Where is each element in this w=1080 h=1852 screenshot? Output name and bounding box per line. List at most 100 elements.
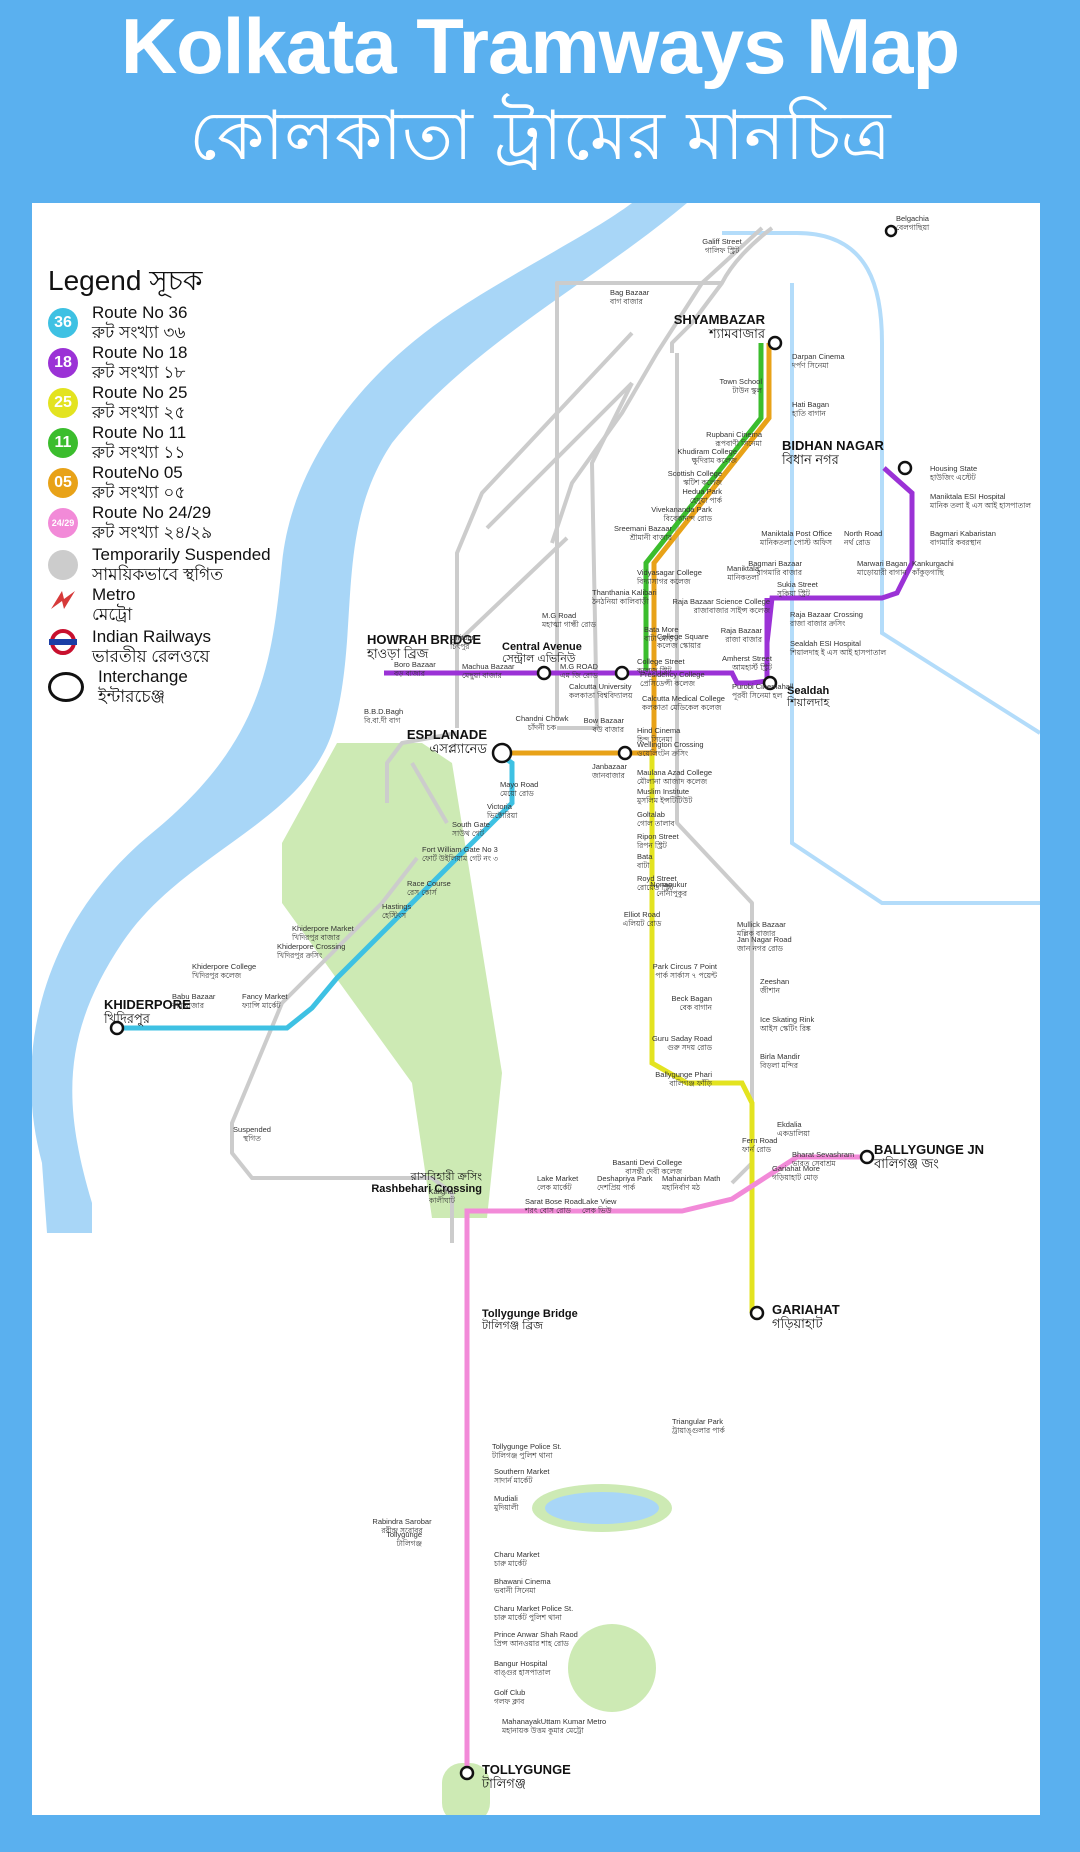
stop-name-bn: ওয়েলিংটন ক্রসিং <box>637 748 689 758</box>
stop-name-bn: হাউজিং এস্টেট <box>930 472 976 482</box>
stop-name-bn: চিৎপুর <box>450 641 470 651</box>
stop-name-bn: গড়িয়াহাট মোড় <box>772 1172 819 1182</box>
stop-name-en: Vidyasagar College <box>637 568 702 577</box>
stop-name-bn: গালিফ স্ট্রিট <box>704 245 740 255</box>
stop-name-bn: গলফ ক্লাব <box>494 1696 525 1706</box>
stop-name-bn: স্থগিত <box>243 1133 261 1143</box>
route-05-line <box>509 343 772 756</box>
stop-name-en: Maulana Azad College <box>637 768 713 777</box>
stop-name-en: Sarat Bose Road <box>525 1197 583 1206</box>
stop-name-en: Hastings <box>382 902 412 911</box>
stop-name-bn: প্রেসিডেন্সী কলেজ <box>640 678 695 688</box>
stop-name-bn: বিড়লা মন্দির <box>760 1060 798 1070</box>
stop-name-bn: প্রিন্স আনওয়ার শাহ রোড <box>494 1638 569 1648</box>
stop-name-bn: সাদার্ন মার্কেট <box>494 1475 533 1485</box>
stop-name-bn: ভারত সেবাশ্রম <box>792 1158 836 1168</box>
stop-name-bn: বাগমারি বাজার <box>756 567 802 577</box>
stop-name-en: Zeeshan <box>760 977 790 986</box>
stop-name-bn: বাবু বাজার <box>172 1000 204 1010</box>
stop-name-en: Raja Bazaar Crossing <box>790 610 863 619</box>
stop-name-bn: পার্ক সার্কাস ৭ পয়েন্ট <box>655 970 717 980</box>
stop-name-bn: গোল তালাব <box>637 818 675 828</box>
stop-name-en: Boro Bazaar <box>394 660 436 669</box>
legend-label-bn: ইন্টারচেঞ্জ <box>98 686 166 706</box>
stop-name-bn: মানিক তলা ই এস আই হাসপাতাল <box>930 500 1031 510</box>
stop-name-en: Prince Anwar Shah Raod <box>494 1630 578 1639</box>
stop-name-bn: জান নগর রোড <box>737 943 783 953</box>
stop-name-bn: বাগমারি কবরস্থান <box>930 537 982 547</box>
stop-name-bn: কলেজ স্কোয়ার <box>657 640 701 650</box>
stop-name-bn: চাঁদনী চক <box>527 722 557 732</box>
stop-name-en: Mudiali <box>494 1494 518 1503</box>
stop-name-en: Maniktala <box>726 564 759 573</box>
legend-badge-icon <box>48 549 78 580</box>
legend-badge-icon: 25 <box>48 387 78 418</box>
stop-name-bn: মেয়ো রোড <box>500 788 534 798</box>
stop-name-en: Kankurgachi <box>912 559 954 568</box>
interchange-central-avenue <box>536 665 552 681</box>
stop-name-bn: কলেজ স্ট্রিট <box>637 665 672 675</box>
stop-name-en: Ice Skating Rink <box>760 1015 815 1024</box>
stop-name-en: Bhawani Cinema <box>494 1577 551 1586</box>
stop-name-en: Hati Bagan <box>792 400 830 409</box>
stop-name-bn: বউ বাজার <box>592 724 624 734</box>
legend-label-en: RouteNo 05 <box>92 463 183 482</box>
stop-name-bn: রূপবাণী সিনেমা <box>715 438 762 448</box>
stop-name-bn: চারু মার্কেট পুলিশ থানা <box>494 1612 562 1622</box>
stop-name-en: Golf Club <box>494 1688 526 1697</box>
stop-name-en: Khiderpore Market <box>292 924 354 933</box>
stop-name-bn: বালিগঞ্জ ফাঁড়ি <box>669 1078 712 1088</box>
stop-name-en: Charu Market Police St. <box>494 1604 574 1613</box>
golf-club-park <box>568 1624 656 1712</box>
stop-name-bn: সাউথ গেট <box>452 828 484 838</box>
legend-label-bn: ভারতীয় রেলওয়ে <box>92 646 210 666</box>
stop-name-bn: ঠনঠনিয়া কালিবাড়ী <box>592 596 649 606</box>
stop-name-en: South Gate <box>452 820 490 829</box>
stop-name-en: Maniktala Post Office <box>761 529 832 538</box>
stop-name-bn: ক্ষুদিরাম কলেজ <box>691 455 737 465</box>
stop-name-en: Machua Bazaar <box>462 662 515 671</box>
stop-name-en: Hedua Park <box>682 487 722 496</box>
stop-name-bn: চারু মার্কেট <box>494 1558 527 1568</box>
stop-name-en: Sreemani Bazaar <box>614 524 672 533</box>
legend-label-en: Metro <box>92 585 136 604</box>
